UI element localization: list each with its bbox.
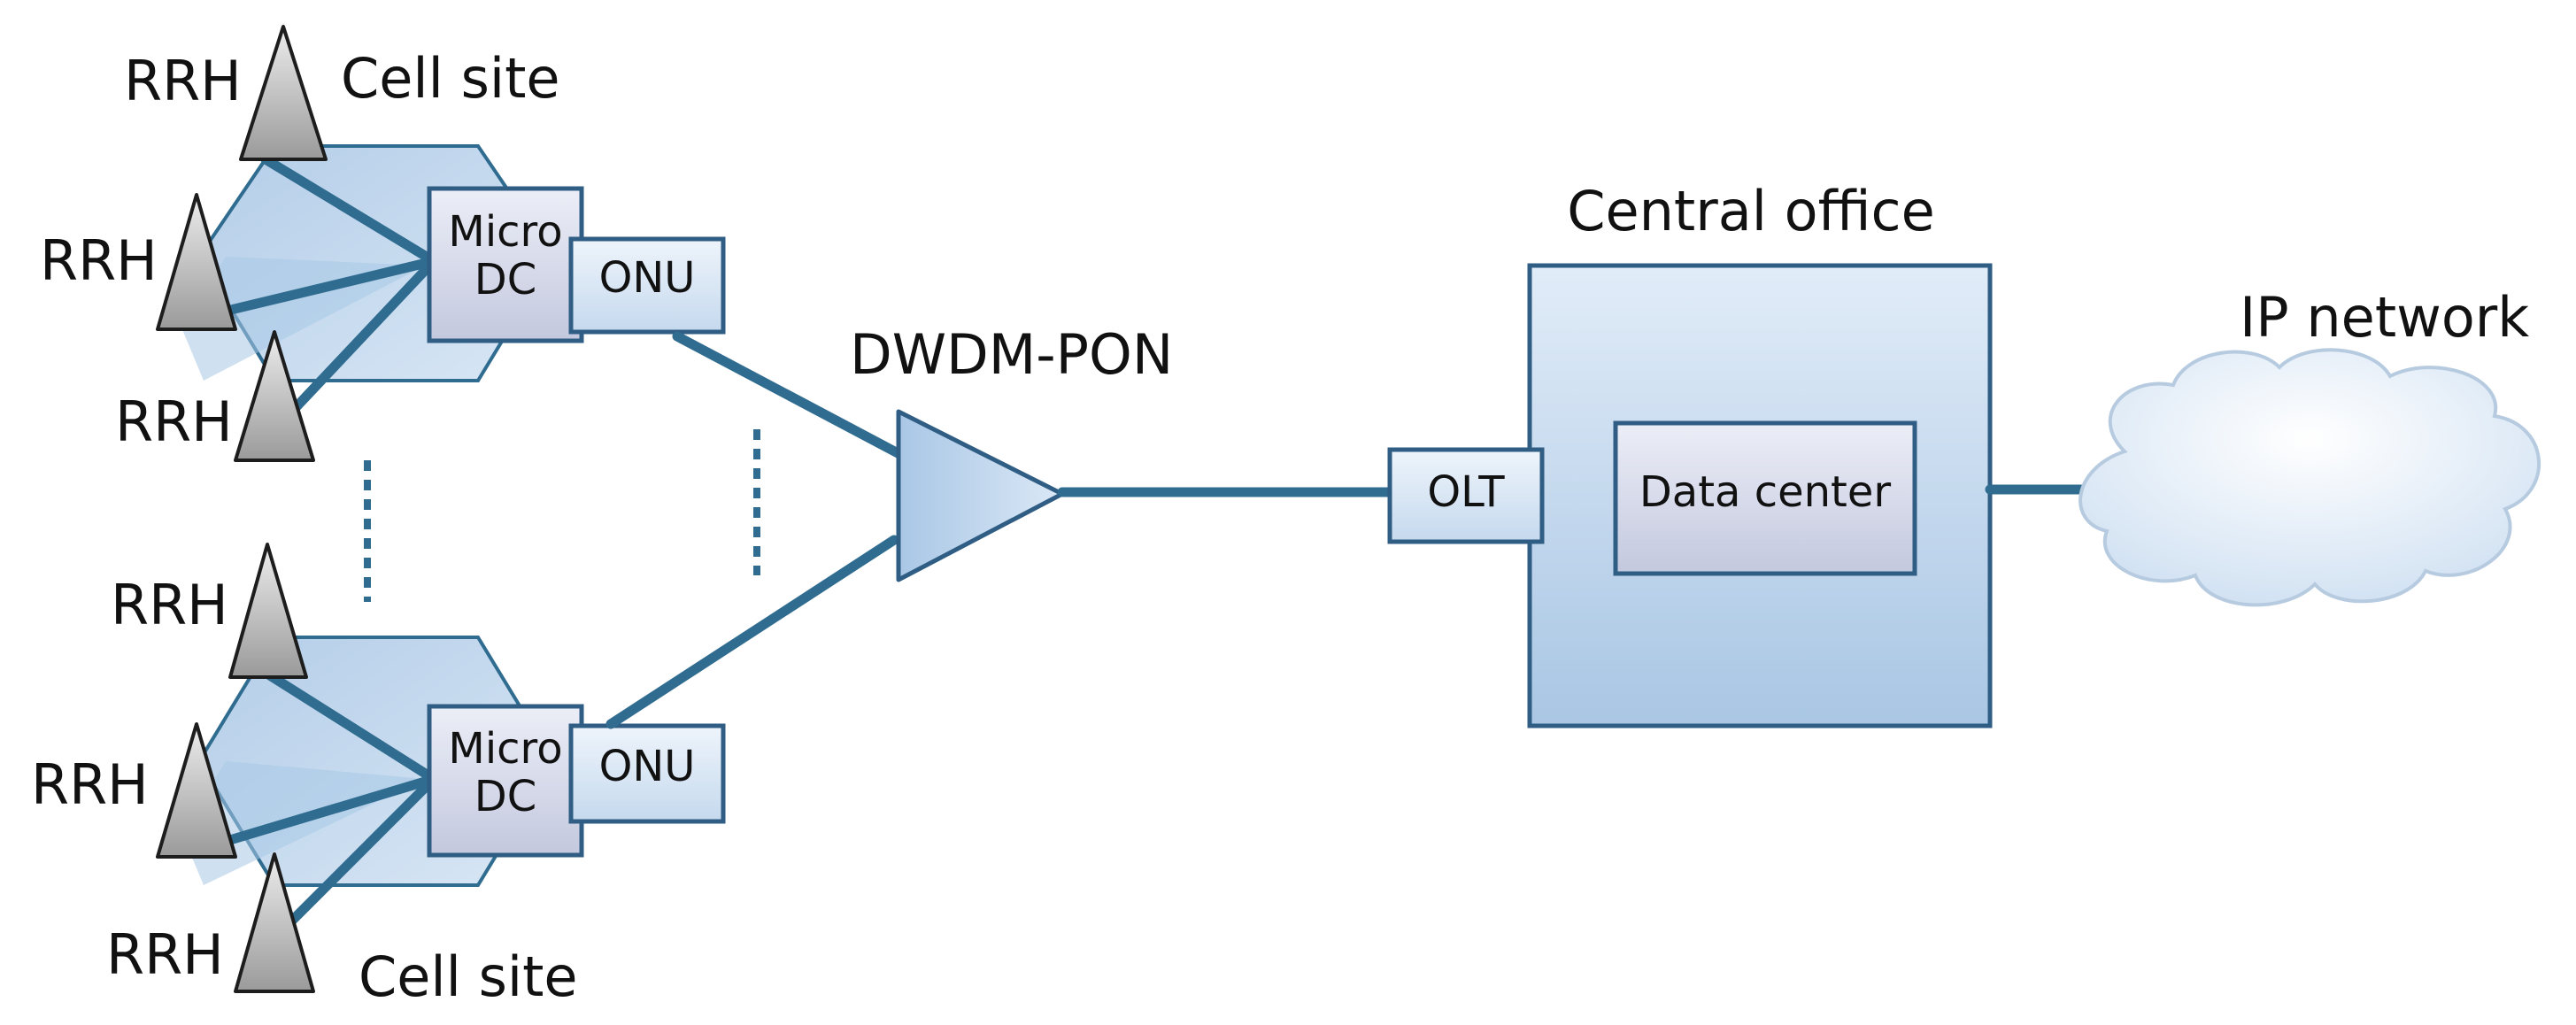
splitter-label: DWDM-PON xyxy=(850,322,1173,387)
rrh-label: RRH xyxy=(40,228,158,293)
data-center-box xyxy=(1613,420,1917,576)
cell-site-bottom: RRH RRH RRH Cell site Micro DC ONU xyxy=(31,543,726,1009)
rrh-link xyxy=(260,154,439,266)
onu-label: ONU xyxy=(599,742,696,791)
rrh-label: RRH xyxy=(115,389,233,454)
rrh-label: RRH xyxy=(111,573,228,637)
rrh-link xyxy=(207,256,439,320)
onu-splitter-link xyxy=(605,535,899,729)
onu-box xyxy=(568,236,726,335)
olt-box xyxy=(1387,447,1545,544)
dwdm-pon-splitter xyxy=(896,409,1065,582)
cell-site-label: Cell site xyxy=(359,944,578,1009)
rrh-link xyxy=(207,774,439,851)
central-office-title: Central office xyxy=(1567,179,1935,243)
rrh-label: RRH xyxy=(106,922,224,987)
rrh-antenna-icon xyxy=(228,543,308,679)
coverage-wedge xyxy=(181,761,425,885)
rrh-label: RRH xyxy=(31,752,149,817)
cell-site-label: Cell site xyxy=(341,46,560,111)
micro-dc-box xyxy=(427,186,584,343)
micro-dc-label: DC xyxy=(474,255,536,304)
rrh-label: RRH xyxy=(124,49,242,113)
micro-dc-box xyxy=(427,704,584,858)
micro-dc-label: DC xyxy=(474,772,536,821)
onu-box xyxy=(568,723,726,824)
micro-dc-label: Micro xyxy=(448,207,562,257)
micro-dc-label: Micro xyxy=(448,724,562,774)
coverage-wedge xyxy=(181,257,425,381)
rrh-link xyxy=(260,667,439,784)
rrh-antenna-icon xyxy=(234,330,315,462)
rrh-link xyxy=(282,256,439,421)
ip-network-label: IP network xyxy=(2240,285,2529,350)
onu-splitter-link xyxy=(672,331,908,461)
data-center-label: Data center xyxy=(1639,467,1892,517)
ip-network-cloud xyxy=(2079,348,2541,607)
rrh-antenna-icon xyxy=(239,25,328,161)
olt-label: OLT xyxy=(1427,467,1505,517)
rrh-antenna-icon xyxy=(156,722,237,859)
cell-site-top: RRH RRH RRH Cell site Micro DC ONU xyxy=(40,25,726,462)
onu-label: ONU xyxy=(599,253,696,303)
rrh-link xyxy=(278,774,439,935)
rrh-antenna-icon xyxy=(234,852,315,993)
rrh-antenna-icon xyxy=(156,193,237,331)
